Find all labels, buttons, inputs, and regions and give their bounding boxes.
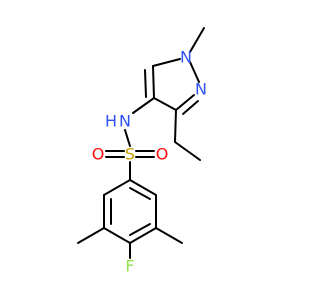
bond-ring-1-2 [103,179,131,196]
bond-c4-c5-double [144,69,147,98]
bond-c3-ethyl1 [174,109,177,143]
amine-nitrogen-label: N [119,112,131,131]
bond-ring-4-5 [129,227,157,244]
bond-ring-6-1 [129,179,157,196]
bond-c5-n1 [152,58,181,67]
pyrazole-n1-label: N [180,48,192,67]
bond-ring-6-1-inner [129,187,151,200]
bond-n2-c3-double [182,100,199,115]
bond-ring-4-5-inner [129,223,151,236]
bond-c3-c4 [153,97,177,111]
bond-n1-n2 [189,61,200,83]
bond-ethyl1-ethyl2 [174,141,201,161]
bond-c4-nh [132,97,155,114]
molecule-diagram: S O O N H N N F [77,27,207,276]
bond-ring-methyl-right [155,227,183,244]
bond-n1-methyl [189,27,205,53]
fluorine-atom-label: F [125,257,134,276]
sulfur-atom-label: S [125,145,135,164]
amine-hydrogen-label: H [105,112,117,131]
bond-n2-c3 [175,94,195,111]
oxygen-atom-label-left: O [92,145,105,164]
bond-ring-3-4 [103,227,131,244]
bond-ring-methyl-left [77,227,105,244]
structure-svg: S O O N H N N F [77,27,207,276]
bond-nh-s [124,129,131,147]
pyrazole-n2-label: N [195,80,207,99]
oxygen-atom-label-right: O [156,145,169,164]
bond-c4-c5 [152,65,155,99]
